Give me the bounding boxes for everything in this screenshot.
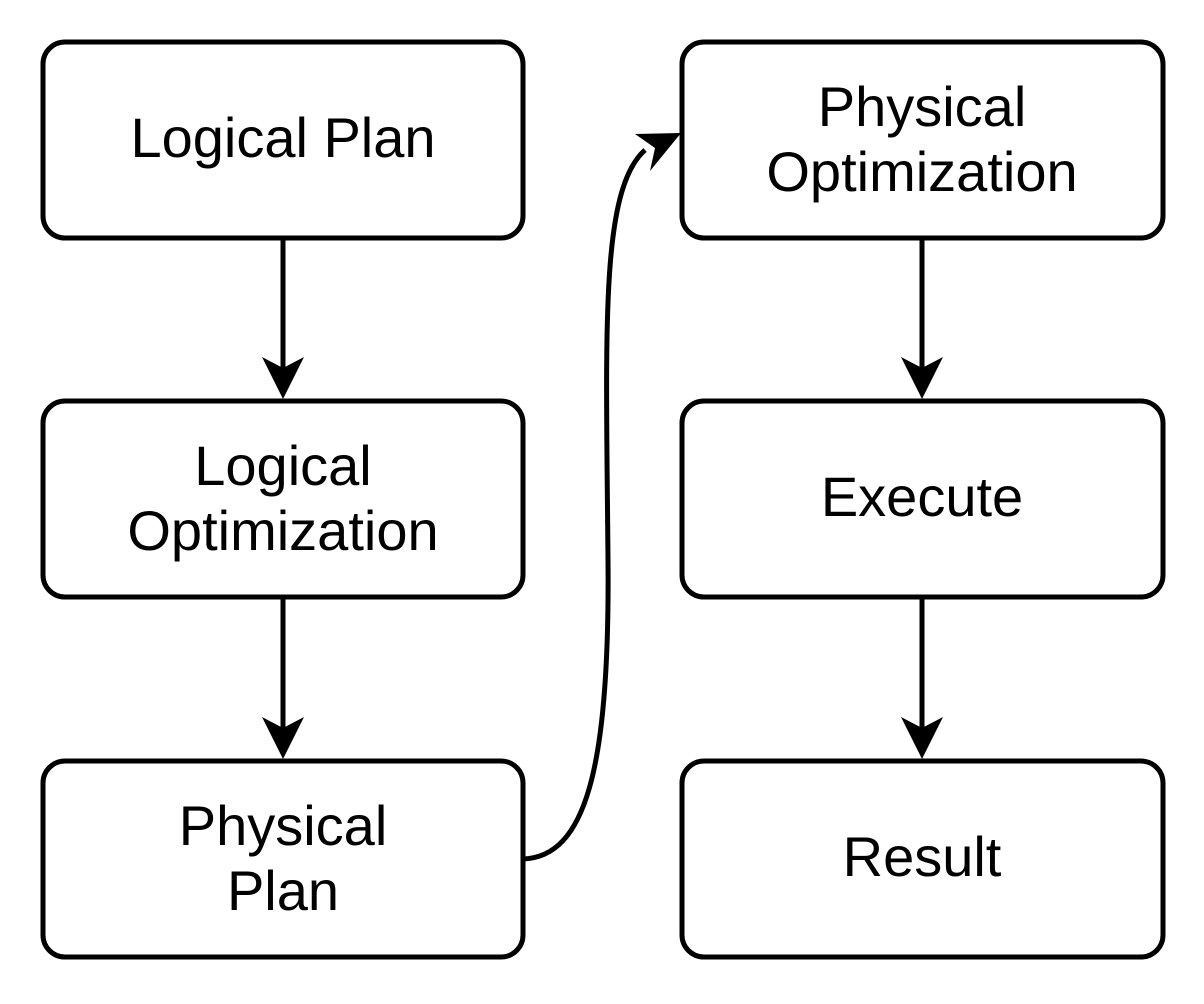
node-physical-optimization[interactable]: Physical Optimization xyxy=(679,39,1166,241)
arrowhead-icon xyxy=(262,717,304,759)
node-label-physical-optimization-line1: Physical xyxy=(818,75,1027,138)
arrowhead-icon xyxy=(635,133,681,171)
node-result[interactable]: Result xyxy=(679,758,1166,960)
node-label-logical-optimization-line1: Logical xyxy=(194,434,371,497)
node-label-logical-plan: Logical Plan xyxy=(130,106,435,169)
node-logical-optimization[interactable]: Logical Optimization xyxy=(40,398,526,600)
edge-logical-plan-to-logical-optimization xyxy=(262,238,304,399)
node-box[interactable] xyxy=(679,398,1166,600)
node-label-physical-plan-line2: Plan xyxy=(227,859,339,922)
arrowhead-icon xyxy=(901,357,943,399)
edge-physical-plan-to-physical-optimization xyxy=(522,133,681,862)
edge-execute-to-result xyxy=(901,597,943,759)
node-label-execute: Execute xyxy=(821,465,1023,528)
arrowhead-icon xyxy=(262,357,304,399)
node-box[interactable] xyxy=(40,398,526,600)
node-box[interactable] xyxy=(679,39,1166,241)
node-label-logical-optimization-line2: Optimization xyxy=(127,499,438,562)
arrowhead-icon xyxy=(901,717,943,759)
node-label-result: Result xyxy=(843,825,1002,888)
node-label-physical-plan-line1: Physical xyxy=(179,794,388,857)
node-box[interactable] xyxy=(40,39,526,241)
node-label-physical-optimization-line2: Optimization xyxy=(766,140,1077,203)
node-box[interactable] xyxy=(40,758,526,960)
edge-curve xyxy=(522,148,647,862)
node-box[interactable] xyxy=(679,758,1166,960)
node-execute[interactable]: Execute xyxy=(679,398,1166,600)
node-logical-plan[interactable]: Logical Plan xyxy=(40,39,526,241)
node-physical-plan[interactable]: Physical Plan xyxy=(40,758,526,960)
edge-physical-optimization-to-execute xyxy=(901,238,943,399)
edge-logical-optimization-to-physical-plan xyxy=(262,597,304,759)
